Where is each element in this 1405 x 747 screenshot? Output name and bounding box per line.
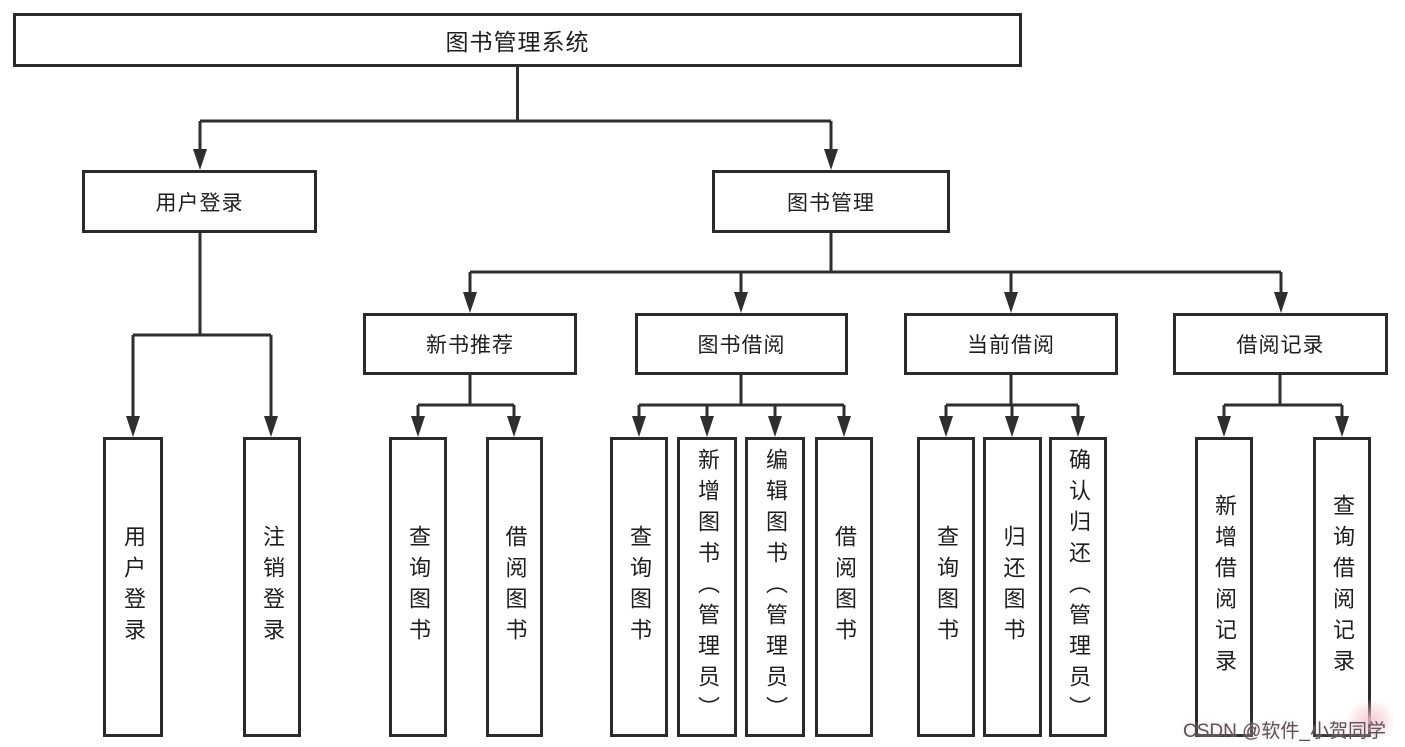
connector-current-borrow-children: [939, 375, 1085, 437]
node-label: 新书推荐: [426, 334, 514, 357]
csdn-watermark: CSDN @软件_小贺同学: [1183, 721, 1386, 742]
arrow-down-icon: [507, 416, 521, 437]
node-new-book-recommend: 新书推荐: [363, 313, 577, 375]
leaf-logout-login: 注销登录: [243, 437, 301, 737]
node-label: 新增借阅记录: [1212, 494, 1237, 680]
leaf-return-book: 归还图书: [983, 437, 1042, 737]
node-label: 注销登录: [260, 525, 285, 649]
connector-user-login-children: [126, 233, 278, 437]
node-borrow-records: 借阅记录: [1173, 313, 1388, 375]
node-book-management: 图书管理: [712, 170, 950, 233]
watermark-glow: [1337, 692, 1405, 747]
node-label: 借阅记录: [1236, 334, 1325, 357]
connector-book-borrow-children: [632, 375, 851, 437]
node-label: 确认归还（管理员）: [1066, 447, 1091, 727]
arrow-down-icon: [411, 416, 425, 437]
node-label: 新增图书（管理员）: [695, 447, 720, 727]
node-label: 图书管理: [787, 191, 875, 215]
node-library-system: 图书管理系统: [13, 13, 1022, 67]
connector-borrow-records-children: [1217, 375, 1349, 437]
connector-root-to-level2: [193, 67, 838, 170]
leaf-user-login: 用户登录: [103, 437, 163, 737]
node-label: 用户登录: [155, 191, 244, 215]
leaf-edit-book-admin: 编辑图书（管理员）: [745, 437, 805, 737]
leaf-confirm-return-admin: 确认归还（管理员）: [1049, 437, 1107, 737]
arrow-down-icon: [700, 416, 714, 437]
connector-new-book-recommend-children: [411, 375, 521, 437]
arrow-down-icon: [126, 416, 140, 437]
arrow-down-icon: [1004, 292, 1018, 313]
node-user-login: 用户登录: [82, 170, 317, 233]
arrow-down-icon: [1005, 416, 1019, 437]
node-label: 查询图书: [934, 525, 959, 649]
arrow-down-icon: [837, 416, 851, 437]
node-label: 当前借阅: [967, 334, 1055, 357]
arrow-down-icon: [1274, 292, 1288, 313]
node-label: 查询图书: [627, 525, 652, 649]
arrow-down-icon: [264, 416, 278, 437]
node-label: 编辑图书（管理员）: [763, 447, 788, 727]
arrow-down-icon: [824, 149, 838, 170]
node-label: 归还图书: [1000, 525, 1026, 649]
leaf-borrow-query-book: 查询图书: [610, 437, 668, 737]
arrow-down-icon: [768, 416, 782, 437]
node-label: 查询借阅记录: [1330, 494, 1355, 680]
leaf-add-borrow-record: 新增借阅记录: [1195, 437, 1253, 737]
leaf-current-query-book: 查询图书: [917, 437, 975, 737]
leaf-borrow-book: 借阅图书: [815, 437, 873, 737]
node-label: 借阅图书: [502, 525, 528, 649]
node-book-borrow: 图书借阅: [635, 313, 848, 375]
arrow-down-icon: [463, 292, 477, 313]
arrow-down-icon: [1217, 416, 1231, 437]
arrow-down-icon: [939, 416, 953, 437]
arrow-down-icon: [734, 292, 748, 313]
arrow-down-icon: [1335, 416, 1349, 437]
node-label: 图书借阅: [697, 334, 786, 357]
node-current-borrow: 当前借阅: [904, 313, 1118, 375]
arrow-down-icon: [193, 149, 207, 170]
leaf-add-book-admin: 新增图书（管理员）: [677, 437, 737, 737]
leaf-query-borrow-record: 查询借阅记录: [1313, 437, 1371, 737]
node-label: 图书管理系统: [445, 29, 590, 55]
leaf-recommend-query-book: 查询图书: [389, 437, 447, 737]
node-label: 查询图书: [406, 525, 431, 649]
connector-book-management-children: [463, 233, 1288, 313]
node-label: 用户登录: [121, 525, 146, 649]
arrow-down-icon: [1071, 416, 1085, 437]
leaf-recommend-borrow-book: 借阅图书: [486, 437, 543, 737]
arrow-down-icon: [632, 416, 646, 437]
node-label: 借阅图书: [832, 525, 857, 649]
